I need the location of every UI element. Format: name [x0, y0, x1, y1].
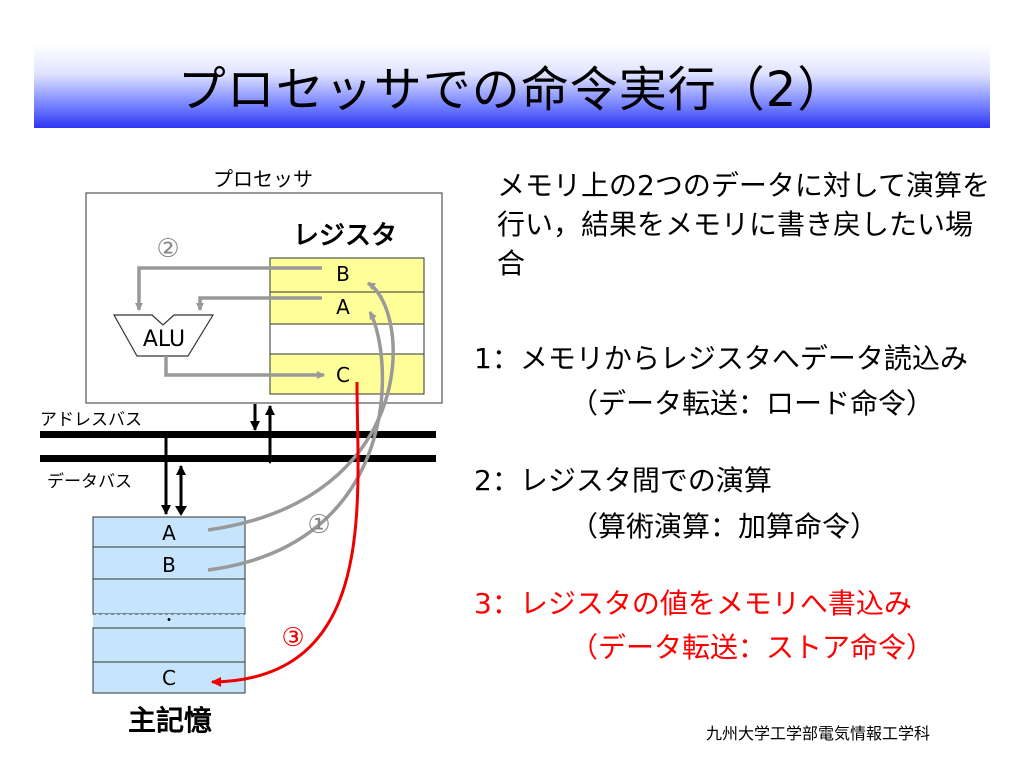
step-1-main: 1：メモリからレジスタへデータ読込み [474, 342, 968, 375]
step-2-main: 2：レジスタ間での演算 [474, 464, 772, 497]
data-bus-label: データバス [47, 471, 132, 492]
page-title: プロセッサでの命令実行（2） [177, 62, 847, 118]
step-1-sub: （データ転送：ロード命令） [570, 387, 935, 420]
step-3-marker: ③ [281, 623, 304, 653]
register-a-to-alu-arrow [196, 296, 322, 311]
step-3-main: 3：レジスタの値をメモリへ書込み [474, 587, 912, 620]
title-bar [34, 45, 990, 128]
memory-cell-ellipsis [93, 614, 245, 628]
memory-cell-empty-1 [92, 578, 246, 615]
alu-shape [112, 314, 215, 357]
register-a-label: A [336, 295, 350, 319]
memory-a-to-register-b-arrow [207, 281, 395, 532]
register-label: レジスタ [293, 221, 397, 251]
data-bus-to-memory-arrowhead [175, 506, 187, 516]
memory-label: 主記憶 [128, 704, 212, 737]
step-3-sub: （データ転送：ストア命令） [570, 631, 935, 664]
alu-to-register-c-arrow [164, 356, 325, 379]
register-c-to-memory-c-arrow [211, 381, 360, 687]
memory-cell-b [92, 546, 246, 580]
memory-ellipsis-label: ・ [162, 613, 176, 629]
register-empty [269, 323, 425, 355]
register-b-to-alu-arrow [135, 266, 322, 311]
memory-b-to-register-a-arrow [207, 311, 385, 572]
register-b-label: B [336, 262, 350, 286]
processor-label: プロセッサ [213, 167, 313, 191]
address-bus-label: アドレスバス [40, 410, 142, 430]
memory-cell-c-label: C [162, 666, 176, 690]
address-bus-line [40, 431, 436, 438]
data-bus-line [40, 455, 436, 462]
main-memory: A B ・ C [92, 516, 246, 694]
register-b [269, 257, 425, 293]
data-bus-to-processor-arrow-down [264, 455, 276, 464]
memory-cell-empty-2 [92, 627, 246, 663]
register-file: B A C [269, 257, 425, 395]
register-c-label: C [336, 363, 350, 387]
memory-cell-b-label: B [162, 553, 176, 577]
step-2-sub: （算術演算：加算命令） [570, 510, 879, 543]
description-text: メモリ上の2つのデータに対して演算を行い，結果をメモリに書き戻したい場合 [497, 169, 990, 280]
alu-label: ALU [143, 327, 185, 352]
footer-affiliation: 九州大学工学部電気情報工学科 [706, 724, 931, 743]
step-2-marker: ② [156, 234, 179, 264]
memory-cell-a-label: A [162, 521, 176, 545]
step-1-marker: ① [307, 510, 330, 540]
